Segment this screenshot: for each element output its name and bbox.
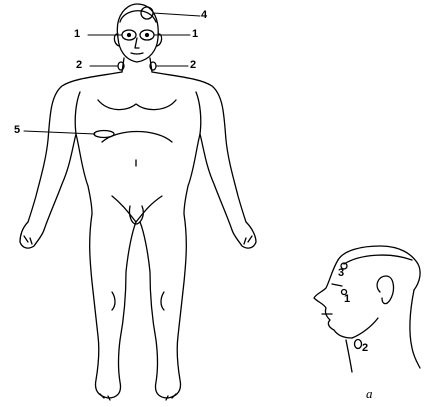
front-knee-right	[161, 292, 164, 310]
pupil-right	[146, 34, 149, 37]
label-crown: 4	[201, 10, 207, 21]
front-neck	[122, 58, 152, 72]
label-abdomen: 5	[14, 125, 20, 136]
front-body-figure	[20, 4, 256, 400]
label-side-cheek: 1	[344, 294, 350, 305]
leader-abdomen	[24, 131, 95, 134]
side-ear	[377, 276, 393, 304]
side-view-caption: a	[366, 386, 373, 402]
front-nose	[135, 38, 139, 48]
label-eye-right: 1	[192, 29, 198, 40]
label-neck-left: 2	[76, 60, 82, 71]
front-groin	[112, 196, 162, 222]
label-neck-right: 2	[190, 60, 196, 71]
label-side-jaw: 2	[362, 343, 368, 354]
front-hair	[120, 11, 156, 22]
front-ribcage	[102, 132, 172, 143]
front-mouth	[131, 53, 143, 54]
label-side-temple: 3	[338, 268, 344, 279]
side-jaw	[352, 318, 378, 338]
side-neck-front	[346, 340, 352, 372]
side-skull	[338, 246, 420, 290]
front-chest	[98, 100, 176, 110]
pupil-left	[128, 34, 131, 37]
front-hand-right	[244, 236, 252, 244]
front-hand-left	[24, 236, 32, 244]
front-inner-arm-right	[196, 92, 201, 134]
abdomen-marker	[94, 131, 114, 138]
front-left-side	[20, 72, 136, 398]
side-neck-back	[410, 290, 420, 368]
leader-crown	[153, 13, 200, 16]
side-neck-node	[355, 340, 362, 349]
front-right-side	[140, 72, 256, 398]
side-eye	[332, 284, 342, 286]
side-hair-line	[344, 255, 412, 264]
front-knee-left	[112, 292, 115, 310]
front-inner-arm-left	[75, 92, 80, 134]
label-eye-left: 1	[74, 29, 80, 40]
front-head-outline	[117, 4, 158, 62]
